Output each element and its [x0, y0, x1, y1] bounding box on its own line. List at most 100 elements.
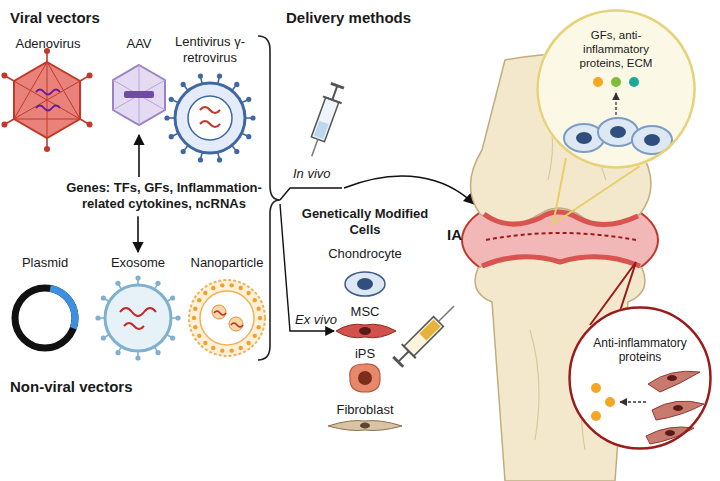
nanoparticle-icon: [189, 280, 265, 356]
syringe: [311, 97, 339, 141]
spike: [218, 78, 219, 84]
vector-item: Plasmid: [8, 255, 82, 355]
node-label: Exosome: [102, 255, 174, 271]
secretion-arrow: [620, 401, 646, 402]
spike: [164, 115, 169, 120]
node-label: Fibroblast: [290, 402, 440, 418]
callout-outline: [568, 306, 712, 450]
spike: [101, 335, 106, 340]
spike: [105, 335, 109, 338]
fibroblast-cell: [652, 401, 704, 420]
lipid-head: [220, 348, 224, 352]
section-label: Delivery methods: [286, 9, 411, 27]
node-label: Adenovirus: [7, 36, 89, 52]
syringe: [323, 96, 342, 103]
ips-cell: [350, 364, 380, 392]
node-label: Lentivirus γ-retrovirus: [168, 34, 252, 65]
nanoparticle-icon: [214, 311, 243, 327]
lipid-head: [246, 291, 250, 295]
lipid-head: [256, 325, 260, 329]
fibroblast-cell: [648, 371, 700, 392]
knee-joint: [486, 233, 636, 240]
spike: [1, 121, 7, 127]
vector-item: Exosome: [102, 255, 174, 357]
callout-fill: [568, 306, 712, 450]
spike: [250, 115, 255, 120]
node-label: Anti-inflammatory proteins: [590, 336, 690, 365]
spike: [6, 119, 14, 123]
exosome-icon: [120, 308, 156, 329]
callout-dots: [591, 383, 615, 421]
fibroblast-cell: [360, 423, 370, 429]
spike: [170, 295, 175, 300]
lipid-head: [239, 286, 243, 290]
node-label: GFs, anti-inflammatory proteins, ECM: [560, 29, 672, 70]
spike: [80, 77, 88, 81]
spike: [217, 157, 222, 162]
vector-item: Adenovirus: [7, 36, 89, 148]
adenovirus-icon: [36, 90, 60, 111]
syringe: [302, 82, 346, 159]
callout-circle: Anti-inflammatory proteins: [568, 306, 712, 450]
adenovirus-icon: [1, 48, 92, 152]
cell-item: Chondrocyte: [290, 246, 440, 304]
aav-icon: [113, 65, 165, 125]
spike: [135, 355, 140, 360]
knee-joint: [482, 257, 640, 266]
callout-circle: GFs, anti-inflammatory proteins, ECM: [536, 9, 696, 169]
lipid-head: [229, 348, 233, 352]
node-label: Nanoparticle: [182, 255, 272, 271]
spike: [137, 351, 139, 356]
lipid-head: [193, 307, 197, 311]
spike: [234, 82, 239, 87]
spike: [105, 299, 109, 302]
syringe: [393, 357, 403, 367]
spike: [101, 295, 106, 300]
node-label: Chondrocyte: [290, 246, 440, 262]
lipid-head: [253, 298, 257, 302]
adenovirus-icon: [14, 62, 80, 138]
callout-outline: [570, 308, 711, 449]
vector-item: Lentivirus γ-retrovirus: [168, 34, 252, 160]
chondrocyte-cell: [644, 134, 660, 146]
lipid-head: [197, 298, 201, 302]
callout-dots: [593, 77, 603, 87]
cell-item: iPS: [290, 346, 440, 402]
spike: [169, 134, 174, 139]
fibroblast-cell: [328, 421, 402, 431]
lipid-head: [197, 334, 201, 338]
lentivirus-icon: [200, 107, 220, 127]
section-label: In vivo: [293, 166, 331, 182]
spike: [173, 100, 178, 103]
plasmid-icon: [15, 288, 75, 348]
spike: [218, 152, 219, 158]
spike: [201, 78, 202, 84]
spike: [167, 299, 171, 302]
plasmid-icon: [15, 288, 75, 348]
spike: [137, 280, 139, 285]
syringe: [399, 351, 409, 361]
lipid-head: [256, 307, 260, 311]
bracket: [258, 36, 280, 360]
spike: [198, 157, 203, 162]
spike: [184, 86, 188, 91]
syringe: [331, 83, 344, 88]
node-label: AAV: [106, 36, 172, 52]
lipid-head: [229, 283, 233, 287]
chondrocyte-cell: [345, 272, 385, 296]
syringe: [404, 317, 444, 357]
chondrocyte-cell: [610, 126, 626, 138]
section-label: Viral vectors: [10, 9, 100, 27]
lentivirus-icon: [188, 96, 232, 140]
spike: [175, 315, 180, 320]
spike: [181, 149, 186, 154]
spike: [169, 97, 174, 102]
connector-arrow: [137, 216, 139, 252]
spike: [80, 119, 88, 123]
syringe: [314, 121, 329, 139]
fibroblast-cell: [646, 371, 704, 444]
spike: [135, 275, 140, 280]
exosome-icon: [95, 275, 180, 360]
in-vivo-line: [280, 188, 342, 200]
spike: [173, 133, 178, 136]
